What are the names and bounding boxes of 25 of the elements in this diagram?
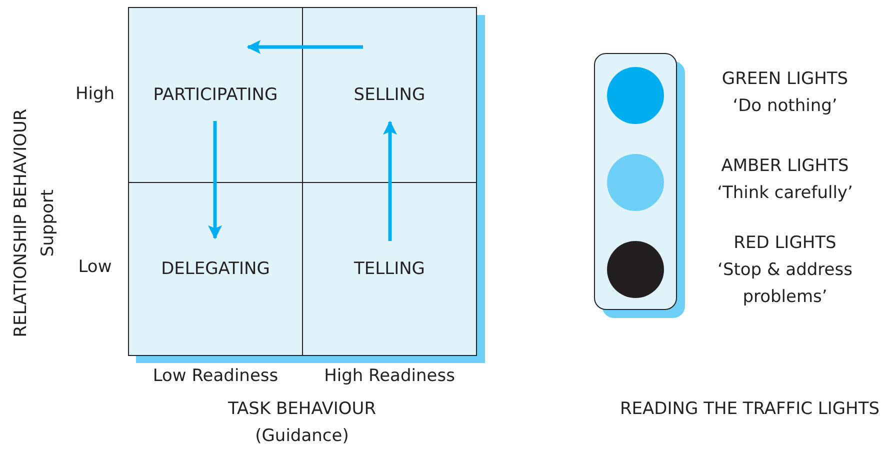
quadrant-cell <box>128 7 303 183</box>
light-caption: ‘Do nothing’ <box>732 95 838 118</box>
axis-title: TASK BEHAVIOUR (Guidance) <box>226 398 378 448</box>
light-caption: AMBER LIGHTS <box>721 155 849 178</box>
axis-label: High Readiness <box>324 365 455 388</box>
quadrant-cell <box>128 182 303 356</box>
light-caption: RED LIGHTS <box>734 232 836 255</box>
arrow <box>208 121 222 240</box>
axis-title: RELATIONSHIP BEHAVIOUR Support <box>10 108 59 340</box>
arrow <box>383 120 397 241</box>
axis-label: High <box>75 83 115 106</box>
quadrant-cell <box>302 7 477 183</box>
arrow <box>246 40 363 54</box>
axis-label: Low <box>78 256 112 279</box>
quadrant-label: TELLING <box>354 259 425 279</box>
light-caption: ‘Think carefully’ <box>717 182 853 205</box>
caption: READING THE TRAFFIC LIGHTS <box>620 398 880 421</box>
axis-label: Low Readiness <box>152 365 278 388</box>
light-caption: ‘Stop & address problems’ <box>716 259 854 309</box>
quadrant-label: SELLING <box>354 85 426 105</box>
quadrant-label: PARTICIPATING <box>153 85 278 105</box>
light-caption: GREEN LIGHTS <box>722 68 848 91</box>
quadrant-label: DELEGATING <box>161 259 270 279</box>
quadrant-cell <box>302 182 477 356</box>
traffic-light-housing <box>594 53 677 310</box>
